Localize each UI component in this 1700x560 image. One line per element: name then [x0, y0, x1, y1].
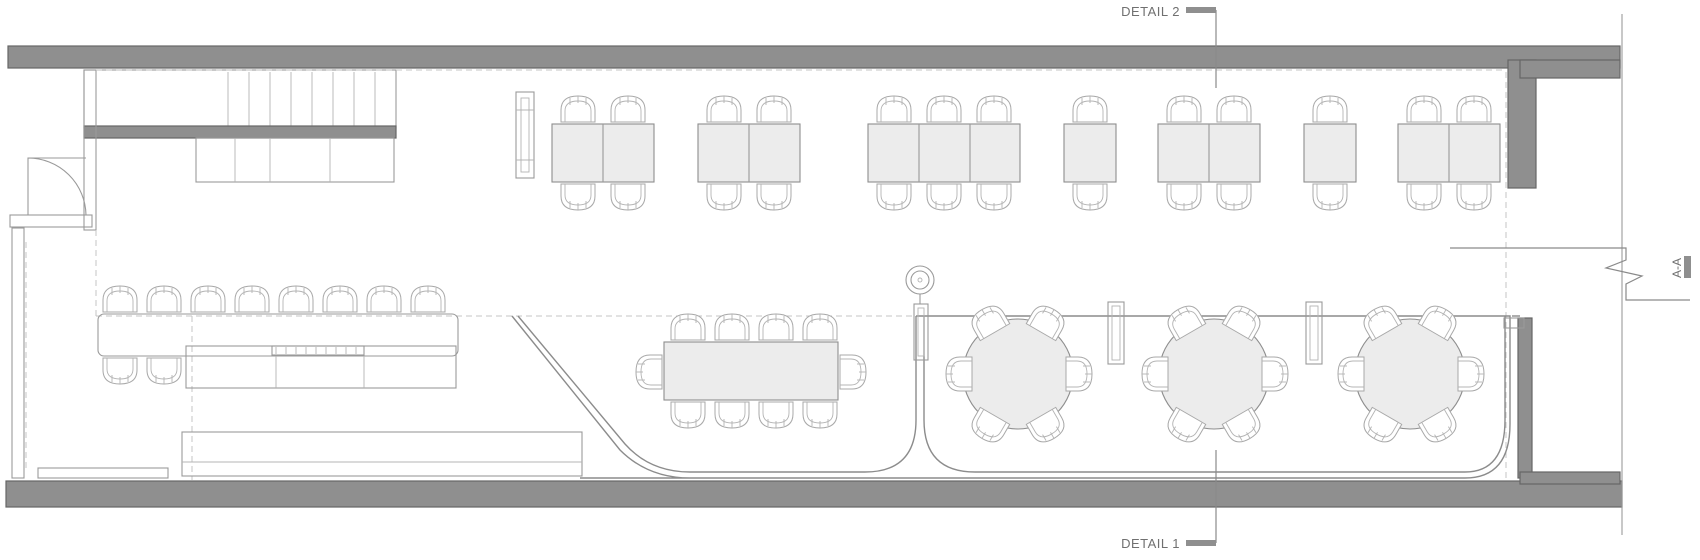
banquette-seat-outline — [517, 315, 1506, 473]
communal-table — [663, 341, 839, 401]
east-wall-pier-lower — [1517, 317, 1533, 479]
facade-glazing — [11, 227, 25, 479]
stair-newel — [83, 69, 97, 231]
table-n3 — [867, 123, 1021, 183]
north-wall — [7, 45, 1621, 69]
section-a-a-callout: A-A — [1450, 247, 1691, 301]
exterior-walls — [5, 14, 1623, 535]
detail-2-callout: DETAIL 2 — [1121, 4, 1217, 88]
detail-2-label: DETAIL 2 — [1121, 4, 1180, 19]
service-bench — [181, 431, 583, 477]
stacked-high-chairs — [515, 91, 1323, 365]
round-table-1-group — [946, 300, 1092, 447]
table-n4 — [1063, 123, 1117, 183]
table-n6 — [1303, 123, 1357, 183]
round-table-3-group — [1338, 300, 1484, 447]
under-stair-storage — [195, 137, 395, 183]
host-podium — [913, 303, 929, 361]
banquette — [511, 315, 1525, 479]
detail-1-callout: DETAIL 1 — [1121, 450, 1217, 551]
bar-counter — [97, 313, 459, 357]
stair-outline — [83, 69, 397, 129]
west-entrance — [9, 157, 169, 479]
banquette-back-outline — [511, 315, 1511, 479]
round-table-2-group — [1142, 300, 1288, 447]
north-dining-row — [551, 95, 1501, 210]
entry-door-swing — [27, 157, 87, 216]
bar-area — [97, 285, 583, 477]
section-label: A-A — [1670, 258, 1684, 278]
banquette-end-cap — [1503, 317, 1525, 329]
staircase — [83, 69, 397, 231]
host-stand — [905, 265, 935, 361]
entry-mat — [37, 467, 169, 479]
stair-landing-beam — [83, 125, 397, 139]
east-wall-return-lower — [1519, 471, 1621, 485]
communal-table-group — [636, 313, 866, 428]
back-bar — [185, 345, 457, 389]
host-lamp — [905, 265, 935, 295]
entry-threshold — [9, 214, 93, 228]
bar-sink — [271, 345, 365, 356]
east-wall-return — [1519, 59, 1621, 79]
east-wall-pier-upper — [1507, 59, 1537, 189]
detail-1-label: DETAIL 1 — [1121, 536, 1180, 551]
south-wall — [5, 480, 1623, 508]
